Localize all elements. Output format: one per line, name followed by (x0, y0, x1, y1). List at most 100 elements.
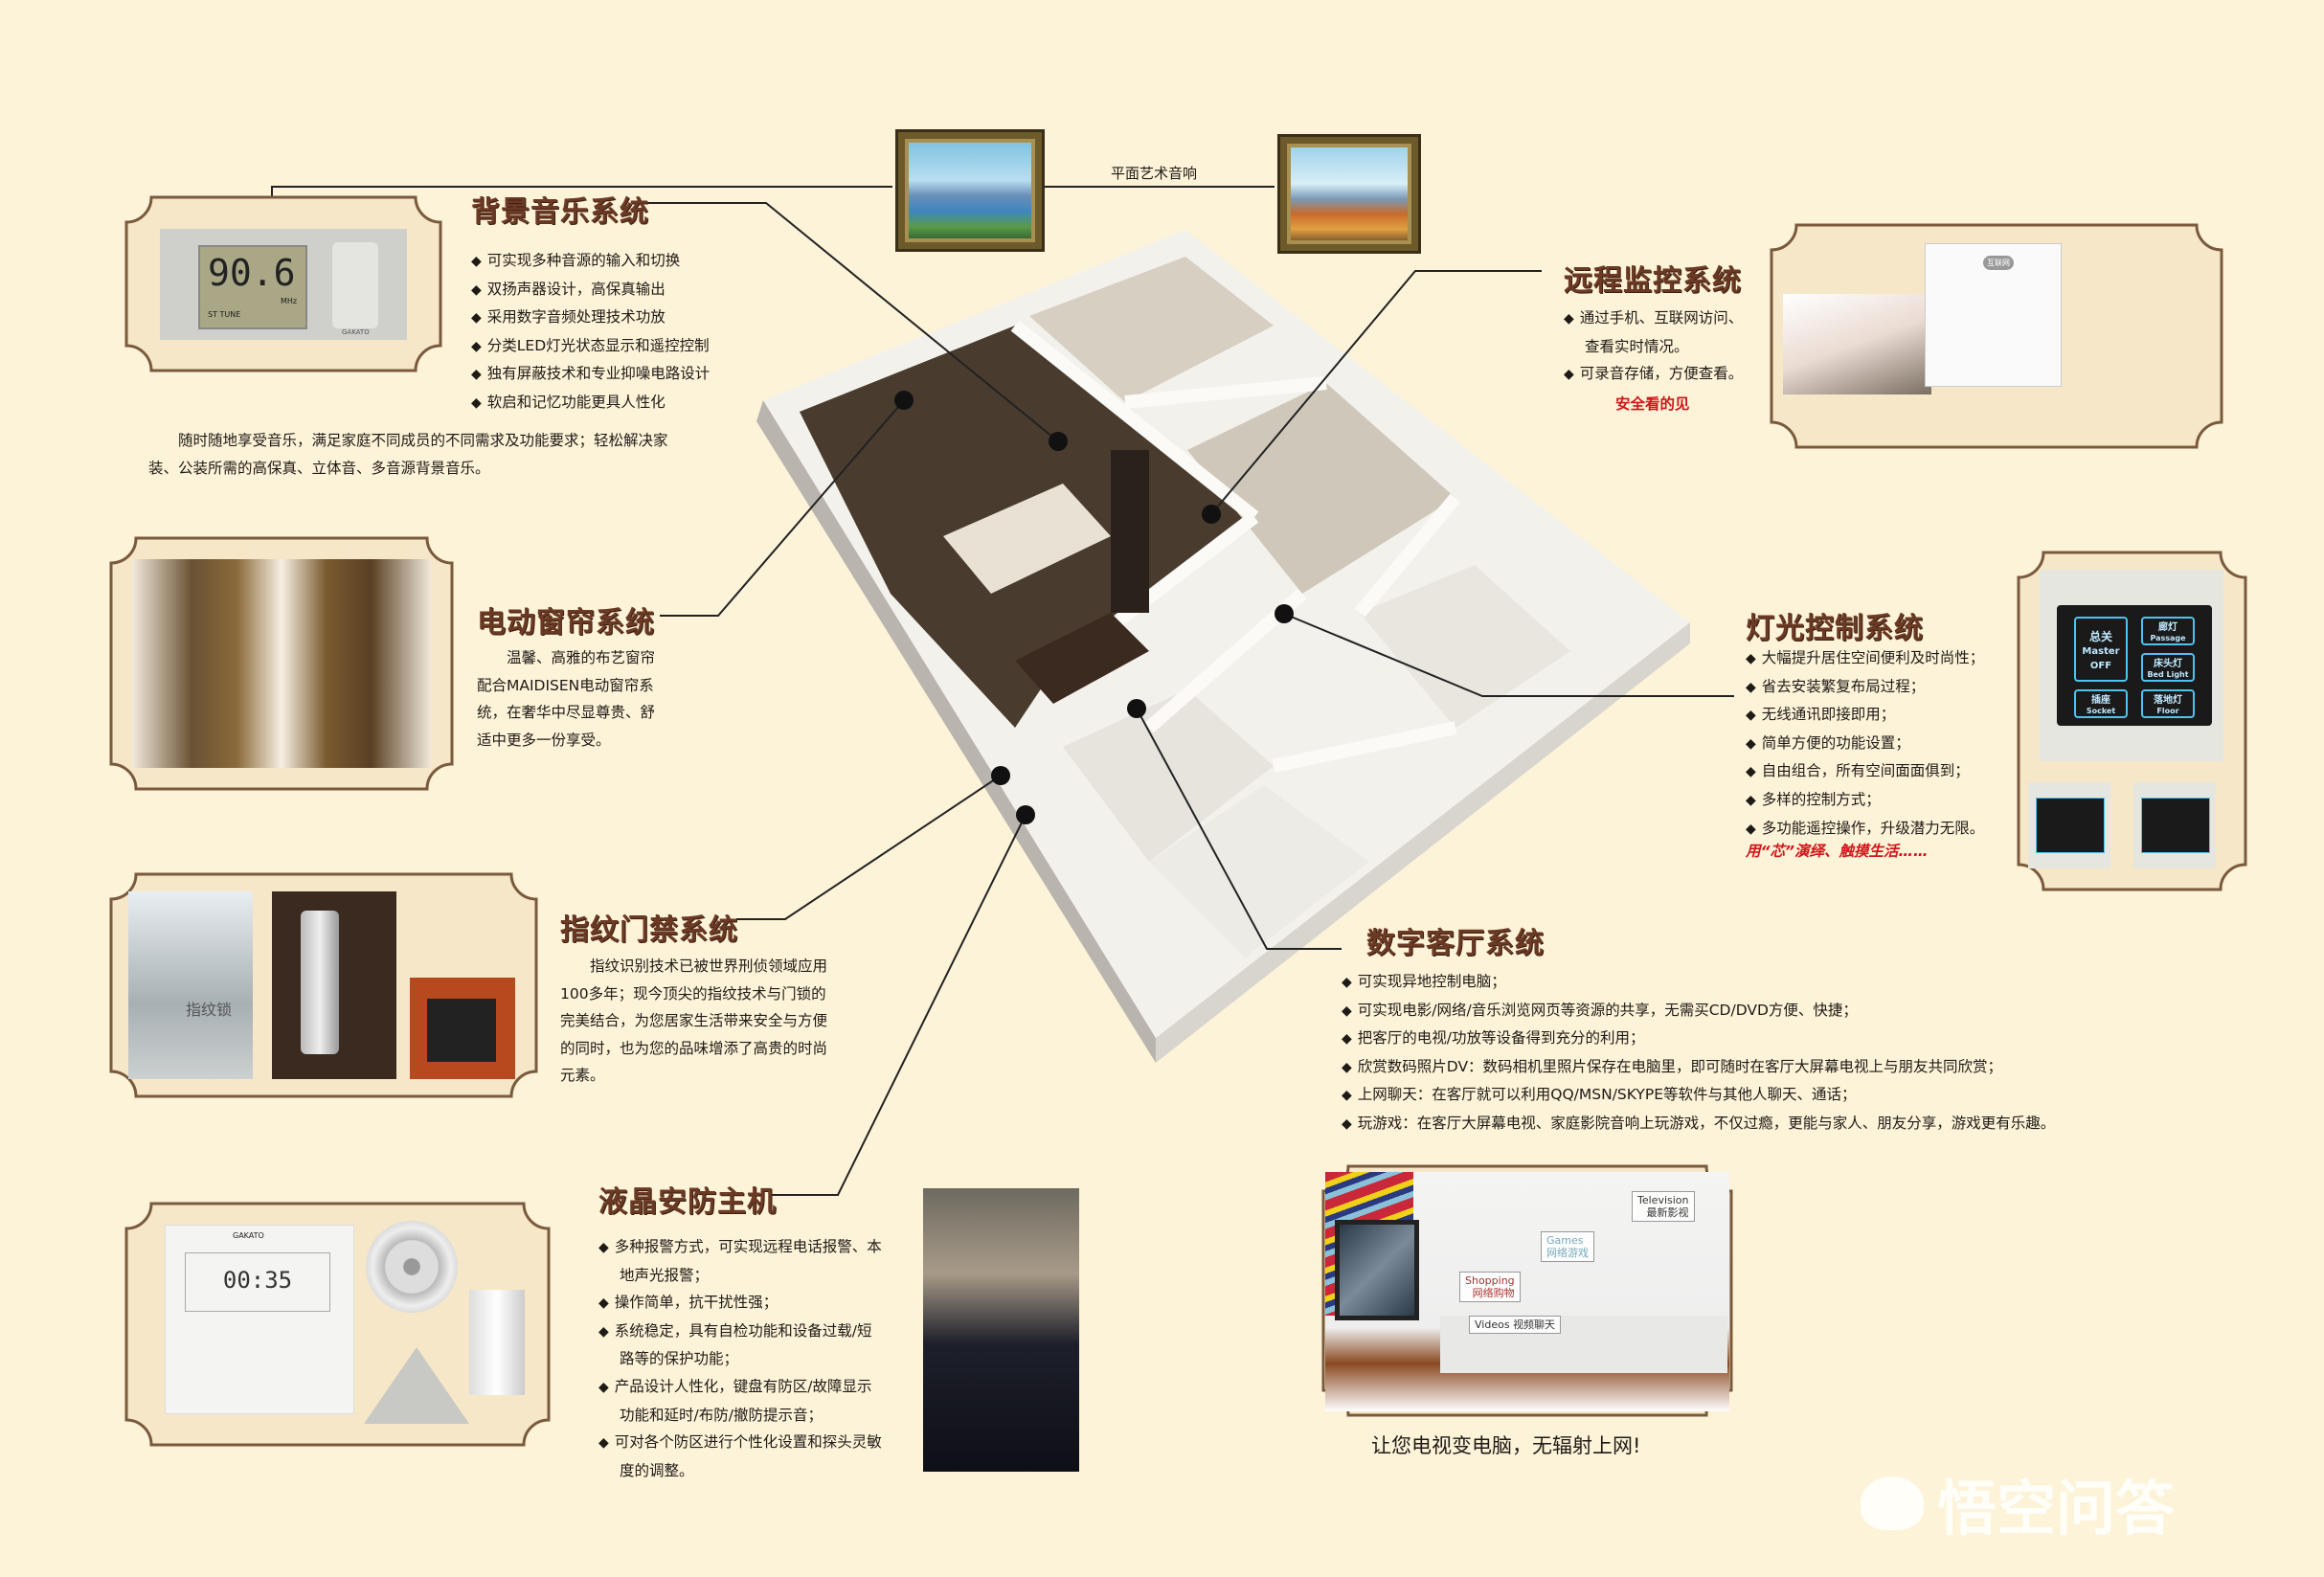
panel-button-master[interactable]: 总关 Master OFF (2074, 617, 2128, 682)
marker-dot (1202, 505, 1221, 524)
tag-label: 视频聊天 (1513, 1318, 1556, 1331)
art-speaker-painting (1277, 134, 1421, 254)
lobby-photo: 指纹锁 (128, 891, 253, 1079)
panel-button-label: 插座 (2091, 695, 2110, 706)
bullet-item: 多种报警方式，可实现远程电话报警、本地声光报警； (598, 1233, 886, 1289)
dimmer-switch (2028, 782, 2110, 868)
remote-tagline: 安全看的见 (1615, 395, 1690, 413)
bullet-item: 可实现多种音源的输入和切换 (471, 247, 758, 276)
music-title: 背景音乐系统 (471, 196, 649, 228)
bullet-item: 自由组合，所有空间面面俱到； (1746, 757, 2014, 786)
remote-image-frame: 互联网 (1770, 223, 2223, 449)
bullet-item: 大幅提升居住空间便利及时尚性； (1746, 644, 2014, 673)
security-bullets: 多种报警方式，可实现远程电话报警、本地声光报警；操作简单，抗干扰性强；系统稳定，… (598, 1233, 886, 1484)
music-brand: GAKATO (342, 328, 370, 336)
bullet-item: 多功能遥控操作，升级潜力无限。 (1746, 815, 2014, 844)
bullet-item: 分类LED灯光状态显示和遥控控制 (471, 332, 758, 361)
dimmer-screen (2036, 798, 2105, 853)
safe-photo (410, 978, 515, 1079)
pir-sensor-image (469, 1290, 525, 1395)
panel-button-label: Floor (2156, 707, 2179, 715)
bullet-item: 可实现电影/网络/音乐浏览网页等资源的共享，无需买CD/DVD方便、快捷； (1342, 997, 2203, 1025)
panel-button-label: Bed Light (2147, 670, 2189, 679)
marker-dot (1275, 604, 1294, 623)
marker-dot (991, 766, 1010, 785)
security-lcd-time: 00:35 (185, 1252, 330, 1312)
lock-body (301, 911, 339, 1054)
tv-screen (1335, 1220, 1419, 1320)
bullet-item: 欣赏数码照片DV：数码相机里照片保存在电脑里，即可随时在客厅大屏幕电视上与朋友共… (1342, 1053, 2203, 1082)
tag-videos: Videos 视频聊天 (1469, 1316, 1562, 1334)
bullet-item: 操作简单，抗干扰性强； (598, 1289, 886, 1318)
bullet-item: 无线通讯即接即用； (1746, 701, 2014, 730)
music-control-keys (332, 242, 378, 328)
panel-button-label: Passage (2150, 634, 2186, 642)
music-lcd-unit: MHz (281, 297, 298, 305)
digital-bullets: 可实现异地控制电脑；可实现电影/网络/音乐浏览网页等资源的共享，无需买CD/DV… (1342, 968, 2203, 1138)
marker-dot (1049, 432, 1068, 451)
fingerprint-lock-photo (272, 891, 396, 1079)
panel-button-label: 床头灯 (2154, 659, 2182, 669)
smoke-detector-image (366, 1221, 458, 1313)
remote-bullets: 通过手机、互联网访问、查看实时情况。可录音存储，方便查看。 (1564, 304, 1755, 389)
fingerprint-description: 指纹识别技术已被世界刑侦领域应用100多年；现今顶尖的指纹技术与门锁的完美结合，… (560, 957, 828, 1085)
panel-button-label: Master OFF (2082, 646, 2120, 671)
bullet-item: 省去安装繁复布局过程； (1746, 673, 2014, 702)
tag-label: Videos (1475, 1318, 1510, 1331)
curtain-image-frame (109, 536, 454, 791)
tag-label: 网络购物 (1472, 1287, 1515, 1299)
bullet-item: 通过手机、互联网访问、查看实时情况。 (1564, 304, 1755, 360)
bullet-item: 多样的控制方式； (1746, 786, 2014, 815)
music-lcd-frequency: 90.6 (208, 252, 296, 294)
bullet-item: 玩游戏：在客厅大屏幕电视、家庭影院音响上玩游戏，不仅过瘾，更能与家人、朋友分享，… (1342, 1110, 2203, 1138)
security-host-image: GAKATO 00:35 (165, 1225, 354, 1414)
panel-button-label: 廊灯 (2158, 622, 2177, 633)
tv-caption: 让您电视变电脑，无辐射上网! (1371, 1434, 1641, 1457)
fingerprint-title: 指纹门禁系统 (560, 914, 738, 946)
bullet-item: 把客厅的电视/功放等设备得到充分的利用； (1342, 1025, 2203, 1053)
tag-label: Games (1546, 1234, 1584, 1247)
watermark: 悟空问答 (1861, 1460, 2175, 1546)
fingerprint-image-frame: 指纹锁 (109, 872, 538, 1098)
bullet-item: 独有屏蔽技术和专业抑噪电路设计 (471, 360, 758, 389)
curtain-description: 温馨、高雅的布艺窗帘配合MAIDISEN电动窗帘系统，在奢华中尽显尊贵、舒适中更… (477, 649, 656, 749)
digital-title: 数字客厅系统 (1366, 928, 1545, 959)
panel-button-label: 总关 (2088, 630, 2112, 643)
bullet-item: 可录音存储，方便查看。 (1564, 360, 1755, 389)
cloud-label: 互联网 (1983, 256, 2014, 270)
bullet-item: 双扬声器设计，高保真输出 (471, 276, 758, 304)
tag-label: 最新影视 (1646, 1206, 1689, 1219)
bullet-item: 产品设计人性化，键盘有防区/故障显示功能和延时/布防/撤防提示音； (598, 1373, 886, 1429)
panel-button-label: 落地灯 (2154, 695, 2182, 706)
bullet-item: 软启和记忆功能更具人性化 (471, 389, 758, 417)
security-brand: GAKATO (233, 1231, 264, 1240)
art-speaker-painting (895, 129, 1045, 252)
security-title: 液晶安防主机 (598, 1186, 777, 1218)
panel-button-label: Socket (2086, 707, 2116, 715)
lighting-tagline: 用“芯”演绎、触摸生活…… (1746, 843, 1929, 860)
watermark-text: 悟空问答 (1937, 1474, 2176, 1543)
safe-body (427, 999, 496, 1062)
lighting-bullets: 大幅提升居住空间便利及时尚性；省去安装繁复布局过程；无线通讯即接即用；简单方便的… (1746, 644, 2014, 843)
bullet-item: 可对各个防区进行个性化设置和探头灵敏度的调整。 (598, 1429, 886, 1484)
music-lcd-mode: ST TUNE (208, 310, 241, 319)
tag-label: Shopping (1465, 1274, 1515, 1287)
security-device-frame: GAKATO 00:35 (124, 1202, 551, 1447)
marker-dot (1016, 805, 1035, 824)
monitoring-illustration: 互联网 (1925, 243, 2062, 387)
siren-image (364, 1347, 469, 1424)
music-bullets: 可实现多种音源的输入和切换双扬声器设计，高保真输出采用数字音频处理技术功放分类L… (471, 247, 758, 417)
guard-photo (923, 1188, 1079, 1472)
dimmer-switch (2133, 782, 2216, 868)
